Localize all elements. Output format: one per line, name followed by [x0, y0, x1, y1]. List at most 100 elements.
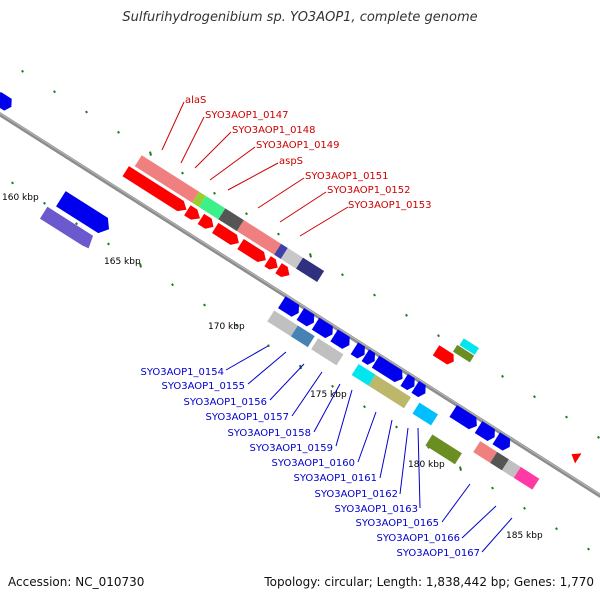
gene-feature-red-edge[interactable]	[568, 449, 582, 464]
gene-feature-cyan-0158[interactable]	[351, 364, 376, 386]
gene-feature-0147[interactable]	[192, 191, 206, 207]
tick-mark	[501, 374, 504, 378]
gene-feature-red-5[interactable]	[237, 239, 269, 265]
gene-label-alaS[interactable]: alaS	[185, 95, 206, 106]
gene-feature-red-2[interactable]	[184, 205, 203, 223]
kbp-185: 185 kbp	[506, 531, 543, 541]
gene-feature-0149[interactable]	[218, 208, 244, 232]
tick-mark	[373, 293, 376, 297]
gene-feature-blue-0155[interactable]	[296, 308, 318, 328]
gene-label-0153[interactable]: SYO3AOP1_0153	[348, 200, 432, 211]
gene-label-0155[interactable]: SYO3AOP1_0155	[161, 381, 245, 392]
gene-label-0151[interactable]: SYO3AOP1_0151	[305, 171, 389, 182]
gene-feature-blue-0157[interactable]	[330, 329, 353, 351]
gene-feature-gray-0156[interactable]	[311, 338, 344, 366]
tick-mark	[203, 303, 206, 307]
gene-label-0162[interactable]: SYO3AOP1_0162	[314, 489, 398, 500]
gene-feature-olive-forward[interactable]	[452, 344, 475, 363]
tick-mark	[213, 191, 216, 195]
kbp-labels: 160 kbp 165 kbp 170 kbp 175 kbp 180 kbp …	[2, 193, 543, 541]
gene-feature-0148[interactable]	[198, 196, 226, 220]
kbp-160: 160 kbp	[2, 193, 39, 203]
kbp-180: 180 kbp	[408, 460, 445, 470]
tick-mark	[523, 506, 526, 510]
tick-mark	[245, 212, 248, 216]
gene-feature-blue-0161[interactable]	[400, 374, 418, 392]
tick-mark	[555, 527, 558, 531]
tick-mark	[171, 283, 174, 287]
gene-feature-gray-0166[interactable]	[501, 459, 521, 478]
label-leader-lines	[161, 101, 513, 553]
gene-feature-blue-0162[interactable]	[411, 380, 429, 399]
gene-feature-0151[interactable]	[274, 243, 288, 259]
gene-label-0157[interactable]: SYO3AOP1_0157	[205, 412, 289, 423]
genome-backbone	[0, 111, 600, 499]
gene-label-0161[interactable]: SYO3AOP1_0161	[293, 473, 377, 484]
accession-text: Accession: NC_010730	[8, 575, 145, 589]
gene-label-0148[interactable]: SYO3AOP1_0148	[232, 125, 316, 136]
gene-feature-cyan-forward[interactable]	[459, 338, 479, 355]
gene-feature-alaS-pink[interactable]	[134, 155, 200, 203]
gene-feature-blue-0160[interactable]	[371, 355, 407, 385]
tick-mark	[395, 425, 398, 429]
gene-feature-steel-0155[interactable]	[290, 325, 315, 348]
gene-feature-blue[interactable]	[56, 191, 114, 237]
tick-mark	[405, 313, 408, 317]
gene-label-aspS[interactable]: aspS	[279, 156, 303, 167]
gene-label-0160[interactable]: SYO3AOP1_0160	[271, 458, 355, 469]
gene-label-0159[interactable]: SYO3AOP1_0159	[249, 443, 333, 454]
gene-features	[0, 91, 582, 490]
gene-feature-left-blue[interactable]	[0, 91, 15, 113]
gene-feature-red-1[interactable]	[122, 166, 189, 215]
gene-feature-blue-0166[interactable]	[474, 421, 499, 443]
gene-feature-pink-0167[interactable]	[513, 466, 540, 490]
gene-feature-aspS[interactable]	[236, 220, 282, 255]
gene-feature-olive-0163[interactable]	[425, 434, 462, 465]
tick-mark	[459, 466, 462, 471]
tick-marks	[11, 69, 600, 551]
gene-label-0167[interactable]: SYO3AOP1_0167	[396, 548, 480, 559]
tick-mark	[533, 395, 536, 399]
gene-feature-blue-0165[interactable]	[449, 405, 480, 432]
gene-feature-0152[interactable]	[280, 247, 303, 269]
gene-feature-blue-0156[interactable]	[311, 317, 336, 341]
gene-label-0166[interactable]: SYO3AOP1_0166	[376, 533, 460, 544]
tick-mark	[437, 334, 440, 338]
gene-feature-khaki-0159[interactable]	[368, 374, 411, 409]
tick-mark	[43, 201, 46, 205]
gene-feature-cyan-0162[interactable]	[412, 402, 439, 426]
gene-label-0156[interactable]: SYO3AOP1_0156	[183, 397, 267, 408]
gene-label-0154[interactable]: SYO3AOP1_0154	[140, 367, 224, 378]
gene-feature-red-4[interactable]	[211, 222, 242, 248]
tick-mark	[75, 222, 78, 226]
gene-label-0158[interactable]: SYO3AOP1_0158	[227, 428, 311, 439]
gene-feature-0153[interactable]	[296, 257, 325, 283]
gene-label-0152[interactable]: SYO3AOP1_0152	[327, 185, 411, 196]
gene-feature-red-6[interactable]	[264, 256, 281, 273]
tick-mark	[181, 171, 184, 175]
tick-mark	[139, 263, 142, 268]
gene-feature-salmon-0165[interactable]	[473, 441, 498, 463]
gene-feature-red-7[interactable]	[275, 263, 292, 280]
gene-label-0163[interactable]: SYO3AOP1_0163	[334, 504, 418, 515]
gene-feature-red-forward[interactable]	[432, 345, 457, 366]
gene-feature-blue-0158[interactable]	[350, 342, 369, 360]
tick-mark	[277, 232, 280, 236]
gene-feature-blue-0159[interactable]	[361, 349, 379, 367]
gene-label-0149[interactable]: SYO3AOP1_0149	[256, 140, 340, 151]
tick-mark	[587, 547, 590, 551]
tick-mark	[363, 405, 366, 409]
gene-feature-dark-0166[interactable]	[490, 451, 509, 471]
map-title: Sulfurihydrogenibium sp. YO3AOP1, comple…	[122, 10, 478, 25]
genome-backbone-highlight	[0, 112, 600, 496]
gene-label-0147[interactable]: SYO3AOP1_0147	[205, 110, 289, 121]
gene-feature-blue-0167[interactable]	[492, 432, 514, 452]
gene-feature-blue-0154[interactable]	[278, 296, 302, 319]
gene-feature-purple[interactable]	[39, 206, 96, 249]
gene-feature-gray-0154[interactable]	[267, 310, 298, 337]
tick-mark	[597, 435, 600, 439]
gene-label-0165[interactable]: SYO3AOP1_0165	[355, 518, 439, 529]
tick-mark	[309, 253, 312, 258]
gene-feature-red-3[interactable]	[197, 213, 217, 232]
